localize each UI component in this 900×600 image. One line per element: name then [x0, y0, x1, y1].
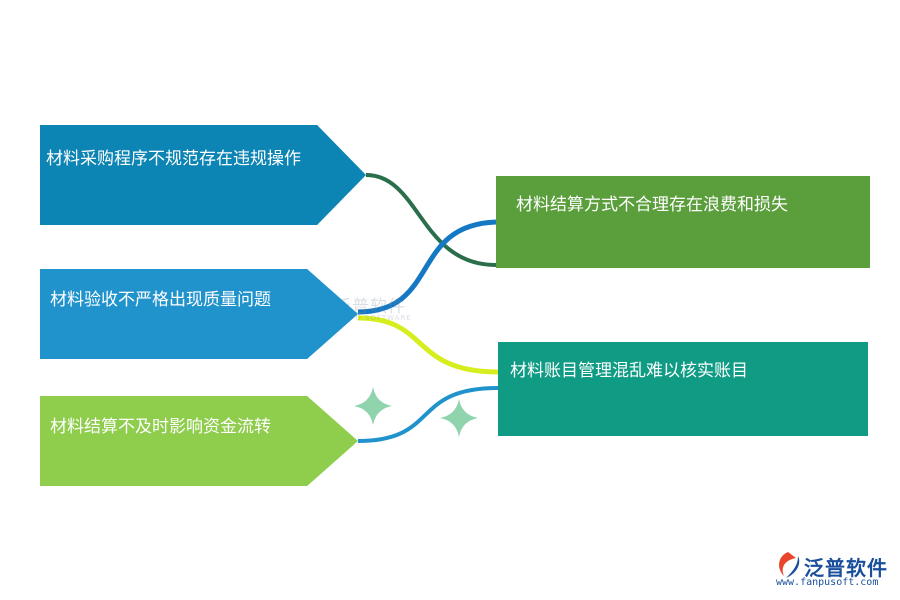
brand-logo-icon [779, 552, 800, 578]
connector-middle-left-to-top-right [357, 219, 497, 315]
right-box-settlement-method: 材料结算方式不合理存在浪费和损失 [496, 176, 870, 268]
left-box-label: 材料验收不严格出现质量问题 [50, 290, 271, 310]
connector-top-left-to-top-right [365, 173, 497, 267]
left-box-procurement: 材料采购程序不规范存在违规操作 [40, 125, 366, 225]
right-box-label: 材料账目管理混乱难以核实账目 [510, 361, 748, 381]
brand-name: 泛普软件 [804, 556, 888, 580]
left-box-inspection: 材料验收不严格出现质量问题 [40, 269, 358, 359]
right-box-label: 材料结算方式不合理存在浪费和损失 [516, 195, 788, 215]
brand-logo: 泛普软件 www.fanpusoft.com [770, 548, 895, 592]
sparkle-icon [354, 387, 392, 425]
sparkle-icon [440, 399, 478, 437]
left-box-settlement-delay: 材料结算不及时影响资金流转 [40, 396, 358, 486]
left-box-label: 材料采购程序不规范存在违规操作 [46, 149, 301, 169]
connector-middle-left-to-bottom-right [357, 315, 499, 375]
watermark-subtitle: FANPU SOFTWARE [334, 314, 412, 322]
brand-url: www.fanpusoft.com [776, 577, 879, 588]
connector-bottom-left-to-bottom-right [357, 386, 499, 443]
left-box-label: 材料结算不及时影响资金流转 [50, 417, 271, 437]
right-box-account-management: 材料账目管理混乱难以核实账目 [498, 342, 868, 436]
